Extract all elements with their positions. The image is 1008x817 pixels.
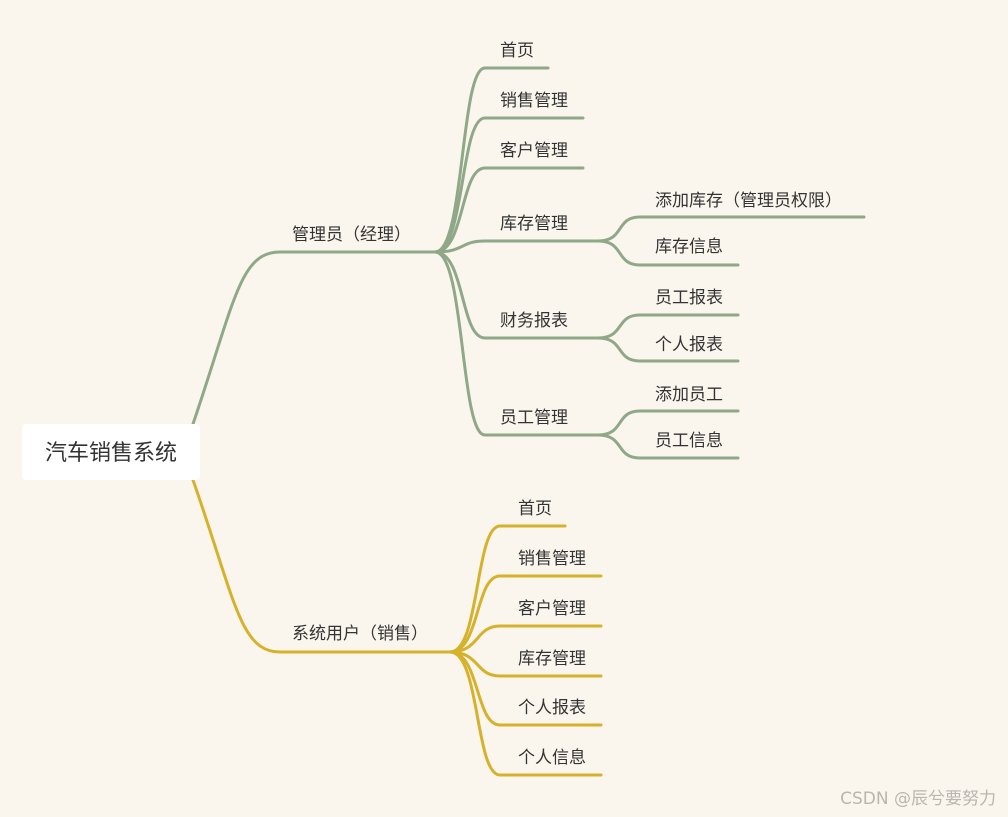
connector-inventory-info [596,239,740,267]
connector-root-sales [191,478,452,654]
sales-child-customer-mgmt[interactable]: 客户管理 [518,599,586,619]
sales-children: 首页 销售管理 客户管理 库存管理 个人报表 个人信息 [518,499,586,768]
admin-child-customer-mgmt[interactable]: 客户管理 [500,141,568,161]
connector-sales-home [448,524,567,654]
sales-child-inventory-mgmt[interactable]: 库存管理 [518,649,586,669]
connector-admin-customer [433,166,585,254]
connector-finance-staff [596,313,740,340]
admin-child-finance-report[interactable]: 财务报表 [500,311,568,331]
staff-add-item[interactable]: 添加员工 [655,385,723,405]
connector-sales-customer [448,624,603,654]
admin-child-inventory-mgmt[interactable]: 库存管理 [500,214,568,234]
watermark: CSDN @辰兮要努力 [840,789,996,809]
branch-admin-label: 管理员（经理） [292,225,411,245]
connector-admin-staff [433,250,600,437]
connector-admin-finance [433,250,600,340]
branch-admin[interactable]: 管理员（经理） [292,225,411,245]
connector-finance-personal [596,336,740,363]
sales-child-personal-info[interactable]: 个人信息 [518,748,586,768]
finance-personal-report-item[interactable]: 个人报表 [655,335,723,355]
connector-staff-add [596,409,740,437]
admin-children: 首页 销售管理 客户管理 库存管理 财务报表 员工管理 添加库存（管理员权限） … [500,41,842,451]
connector-sales-personal-info [448,650,603,777]
root-node-label: 汽车销售系统 [45,441,177,466]
sales-child-personal-report[interactable]: 个人报表 [518,698,586,718]
connector-admin-sales [433,116,585,254]
sales-child-home[interactable]: 首页 [518,499,552,519]
finance-staff-report-item[interactable]: 员工报表 [655,288,723,308]
inventory-info-item[interactable]: 库存信息 [655,237,723,257]
connector-admin-inventory [433,239,600,254]
admin-child-sales-mgmt[interactable]: 销售管理 [500,91,568,111]
branch-sales-label: 系统用户（销售） [292,624,428,644]
branch-sales[interactable]: 系统用户（销售） [292,624,428,644]
connector-sales-sales [448,574,603,654]
connector-layer [191,66,866,777]
staff-info-item[interactable]: 员工信息 [655,431,723,451]
admin-child-staff-mgmt[interactable]: 员工管理 [500,408,568,428]
root-node[interactable]: 汽车销售系统 [22,424,200,480]
root-node-box [22,424,200,480]
connector-inventory-add [596,215,866,243]
admin-child-home[interactable]: 首页 [500,41,534,61]
sales-child-sales-mgmt[interactable]: 销售管理 [518,549,586,569]
inventory-add-item[interactable]: 添加库存（管理员权限） [655,191,842,211]
connector-staff-info [596,433,740,460]
connector-root-admin [191,250,437,426]
